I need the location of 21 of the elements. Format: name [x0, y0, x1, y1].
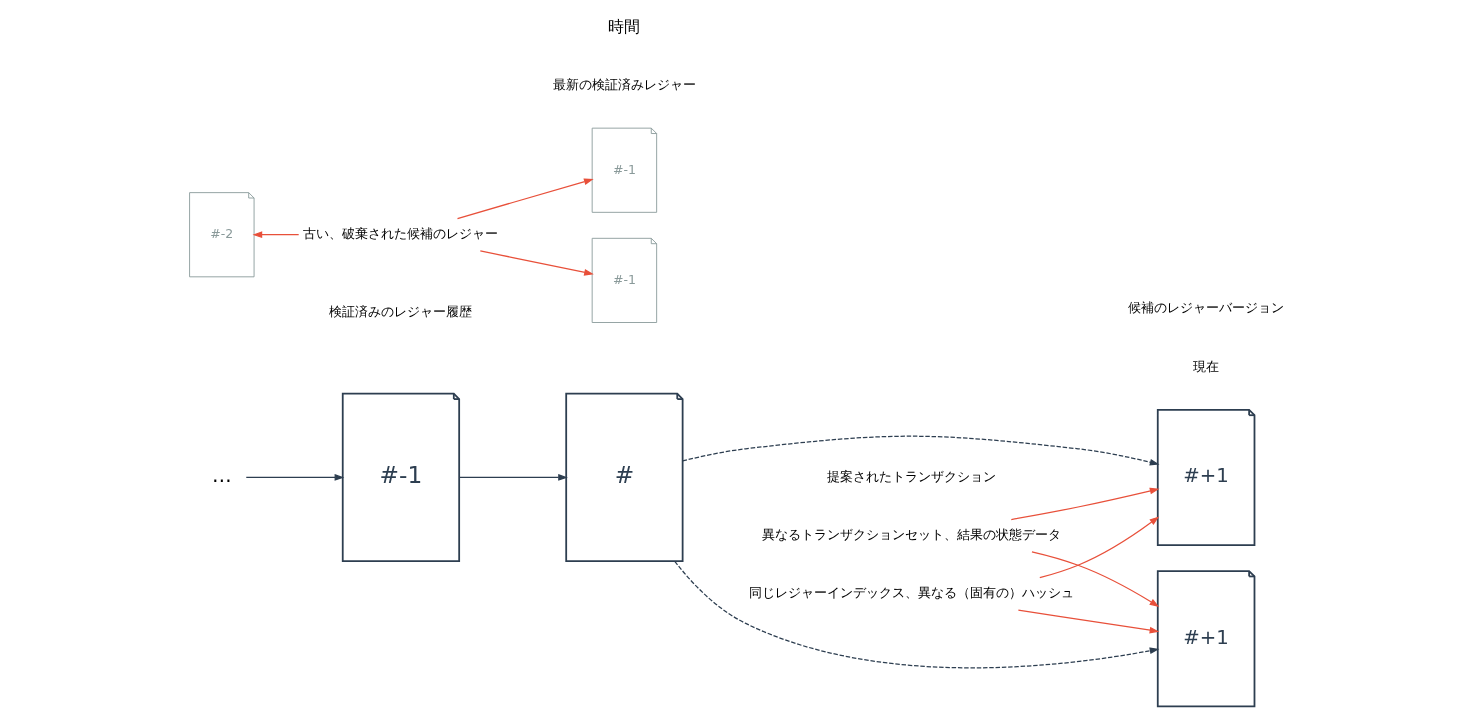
label: 検証済みのレジャー履歴	[328, 303, 472, 319]
arrow	[456, 178, 594, 220]
label: 提案されたトランザクション	[826, 468, 996, 484]
arrow	[479, 250, 594, 276]
arrow	[1017, 609, 1159, 634]
label: 最新の検証済みレジャー	[552, 77, 696, 93]
label: 現在	[1192, 358, 1219, 374]
node-text: 異なるトランザクションセット、結果の状態データ	[761, 526, 1061, 542]
arrow	[673, 560, 1159, 669]
arrow	[1030, 551, 1159, 607]
arrow	[245, 474, 344, 481]
node-text: 同じレジャーインデックス、異なる（固有の）ハッシュ	[748, 585, 1074, 601]
arrow	[252, 231, 299, 239]
node-text: 古い、破棄された候補のレジャー	[302, 226, 498, 242]
arrow	[1038, 516, 1159, 579]
arrow	[681, 435, 1159, 466]
label: 時間	[607, 16, 640, 36]
arrow	[458, 474, 568, 481]
arrow	[1010, 487, 1159, 521]
node-text: …	[211, 464, 232, 488]
label: 候補のレジャーバージョン	[1127, 300, 1284, 316]
